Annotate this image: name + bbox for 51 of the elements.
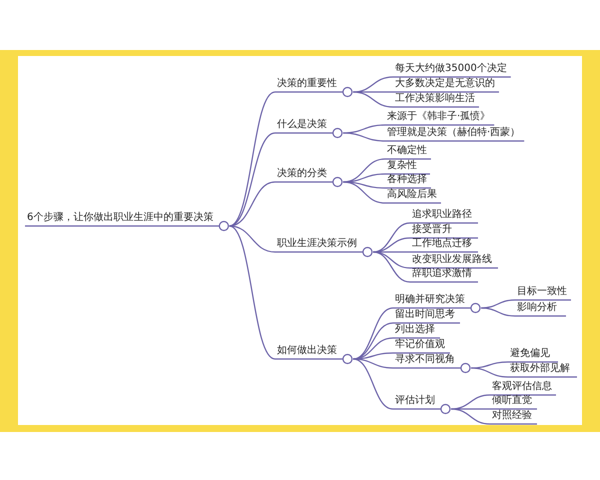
topic-label: 留出时间思考: [395, 309, 455, 321]
topic-label: 接受晋升: [412, 224, 452, 236]
topic-label: 客观评估信息: [492, 381, 552, 393]
topic-label: 目标一致性: [517, 286, 567, 298]
topic-label: 寻求不同视角: [395, 354, 455, 366]
branch-line: [229, 225, 276, 360]
topic-label: 列出选择: [395, 324, 435, 336]
branch-line: [352, 91, 394, 108]
branch-line: [352, 358, 394, 410]
branch-line: [342, 158, 386, 183]
topic-label: 6个步骤，让你做出职业生涯中的重要决策: [27, 212, 214, 224]
topic-label: 辞职追求激情: [412, 268, 472, 280]
topic-label: 倾听直觉: [492, 395, 532, 407]
topic-label: 各种选择: [387, 174, 427, 186]
branch-line: [229, 225, 276, 253]
branch-line: [352, 337, 394, 360]
branch-line: [352, 322, 394, 360]
branch-line: [229, 91, 276, 227]
topic-label: 牢记价值观: [395, 339, 445, 351]
topic-label: 管理就是决策（赫伯特·西蒙）: [387, 127, 520, 139]
topic-label: 工作决策影响生活: [395, 93, 475, 105]
topic-label: 追求职业路径: [412, 209, 472, 221]
topic-label: 避免偏见: [510, 348, 550, 360]
branch-line: [372, 251, 410, 283]
topic-label: 改变职业发展路线: [412, 254, 492, 266]
topic-label: 影响分析: [517, 302, 557, 314]
topic-label: 大多数决定是无意识的: [395, 78, 495, 90]
branch-line: [480, 299, 516, 309]
topic-label: 明确并研究决策: [395, 294, 465, 306]
topic-label: 对照经验: [492, 410, 532, 422]
branch-line: [342, 132, 386, 142]
topic-label: 复杂性: [387, 160, 417, 172]
topic-label: 获取外部见解: [510, 363, 570, 375]
topic-label: 决策的重要性: [277, 78, 337, 90]
topic-label: 评估计划: [395, 395, 435, 407]
branch-line: [342, 181, 386, 204]
branch-line: [352, 358, 394, 369]
topic-label: 职业生涯决策示例: [277, 238, 357, 250]
branch-line: [450, 408, 490, 425]
topic-label: 什么是决策: [277, 119, 327, 131]
topic-label: 不确定性: [387, 145, 427, 157]
topic-label: 高风险后果: [387, 189, 437, 201]
topic-label: 来源于《韩非子·孤愤》: [387, 111, 490, 123]
branch-line: [480, 307, 516, 317]
branch-line: [470, 367, 508, 378]
topic-label: 决策的分类: [277, 168, 327, 180]
branch-line: [372, 222, 410, 253]
topic-label: 每天大约做35000个决定: [395, 63, 507, 75]
topic-label: 如何做出决策: [277, 345, 337, 357]
topic-label: 工作地点迁移: [412, 238, 472, 250]
branch-line: [229, 181, 276, 227]
